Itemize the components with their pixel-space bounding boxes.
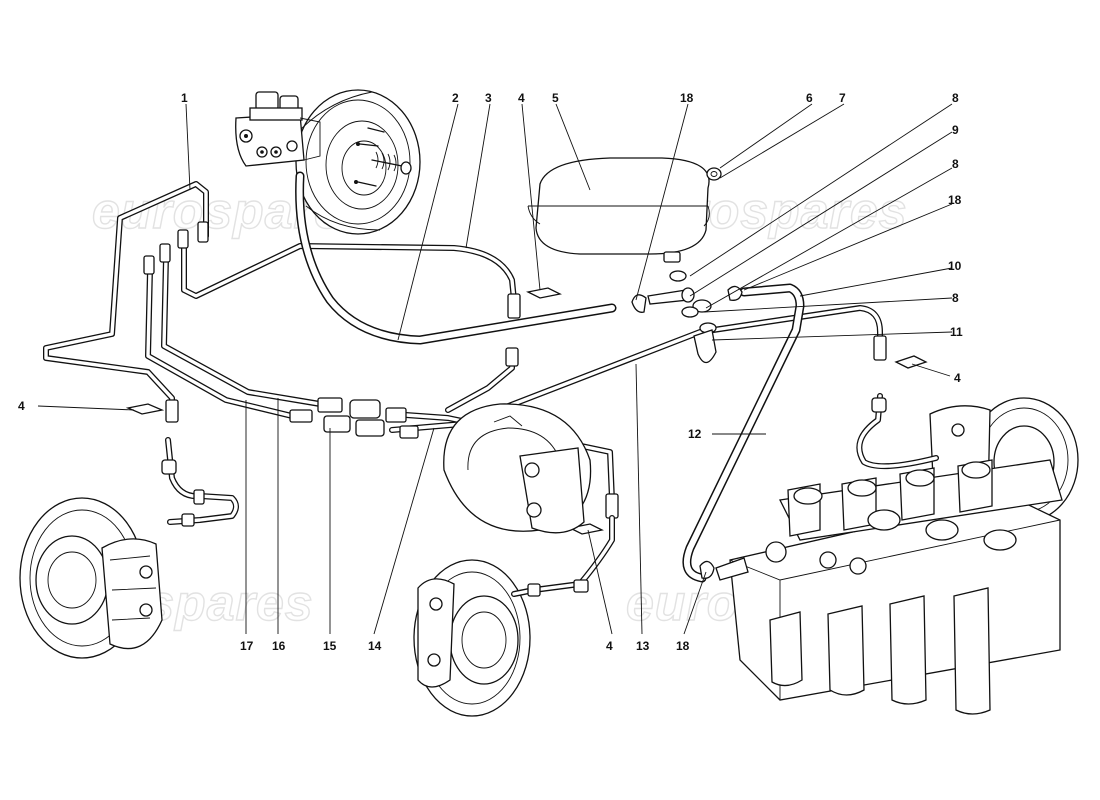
callout-13: 13 (636, 639, 650, 653)
callout-9: 9 (952, 123, 959, 137)
vacuum-reservoir (527, 157, 710, 263)
callout-4-bottom: 4 (606, 639, 613, 653)
callout-8-b: 8 (952, 157, 959, 171)
callout-4-left: 4 (18, 399, 25, 413)
callout-2: 2 (452, 91, 459, 105)
callout-18-right: 18 (948, 193, 962, 207)
callout-6: 6 (806, 91, 813, 105)
callout-leaders (37, 103, 953, 635)
callout-1: 1 (181, 91, 188, 105)
master-cylinder-and-booster (235, 89, 421, 235)
callout-16: 16 (272, 639, 286, 653)
callout-5: 5 (552, 91, 559, 105)
callout-18-bottom: 18 (676, 639, 690, 653)
callout-10: 10 (948, 259, 962, 273)
callout-11: 11 (950, 325, 963, 339)
callout-3: 3 (485, 91, 492, 105)
callout-15: 15 (323, 639, 337, 653)
callout-numbers: 1 2 3 4 5 18 6 7 8 9 8 18 10 8 11 4 4 12… (18, 91, 963, 653)
callout-8-a: 8 (952, 91, 959, 105)
callout-8-c: 8 (952, 291, 959, 305)
pipe-fittings (125, 221, 928, 535)
callout-18-top: 18 (680, 91, 694, 105)
vacuum-hoses (295, 171, 805, 583)
intake-manifold (715, 459, 1063, 715)
front-left-brake-assembly (19, 437, 239, 659)
callout-14: 14 (368, 639, 382, 653)
callout-7: 7 (839, 91, 846, 105)
front-right-brake-assembly (413, 515, 615, 717)
callout-12: 12 (688, 427, 702, 441)
callout-17: 17 (240, 639, 254, 653)
callout-4-top: 4 (518, 91, 525, 105)
rear-left-brake-assembly (443, 403, 592, 534)
callout-4-right: 4 (954, 371, 961, 385)
